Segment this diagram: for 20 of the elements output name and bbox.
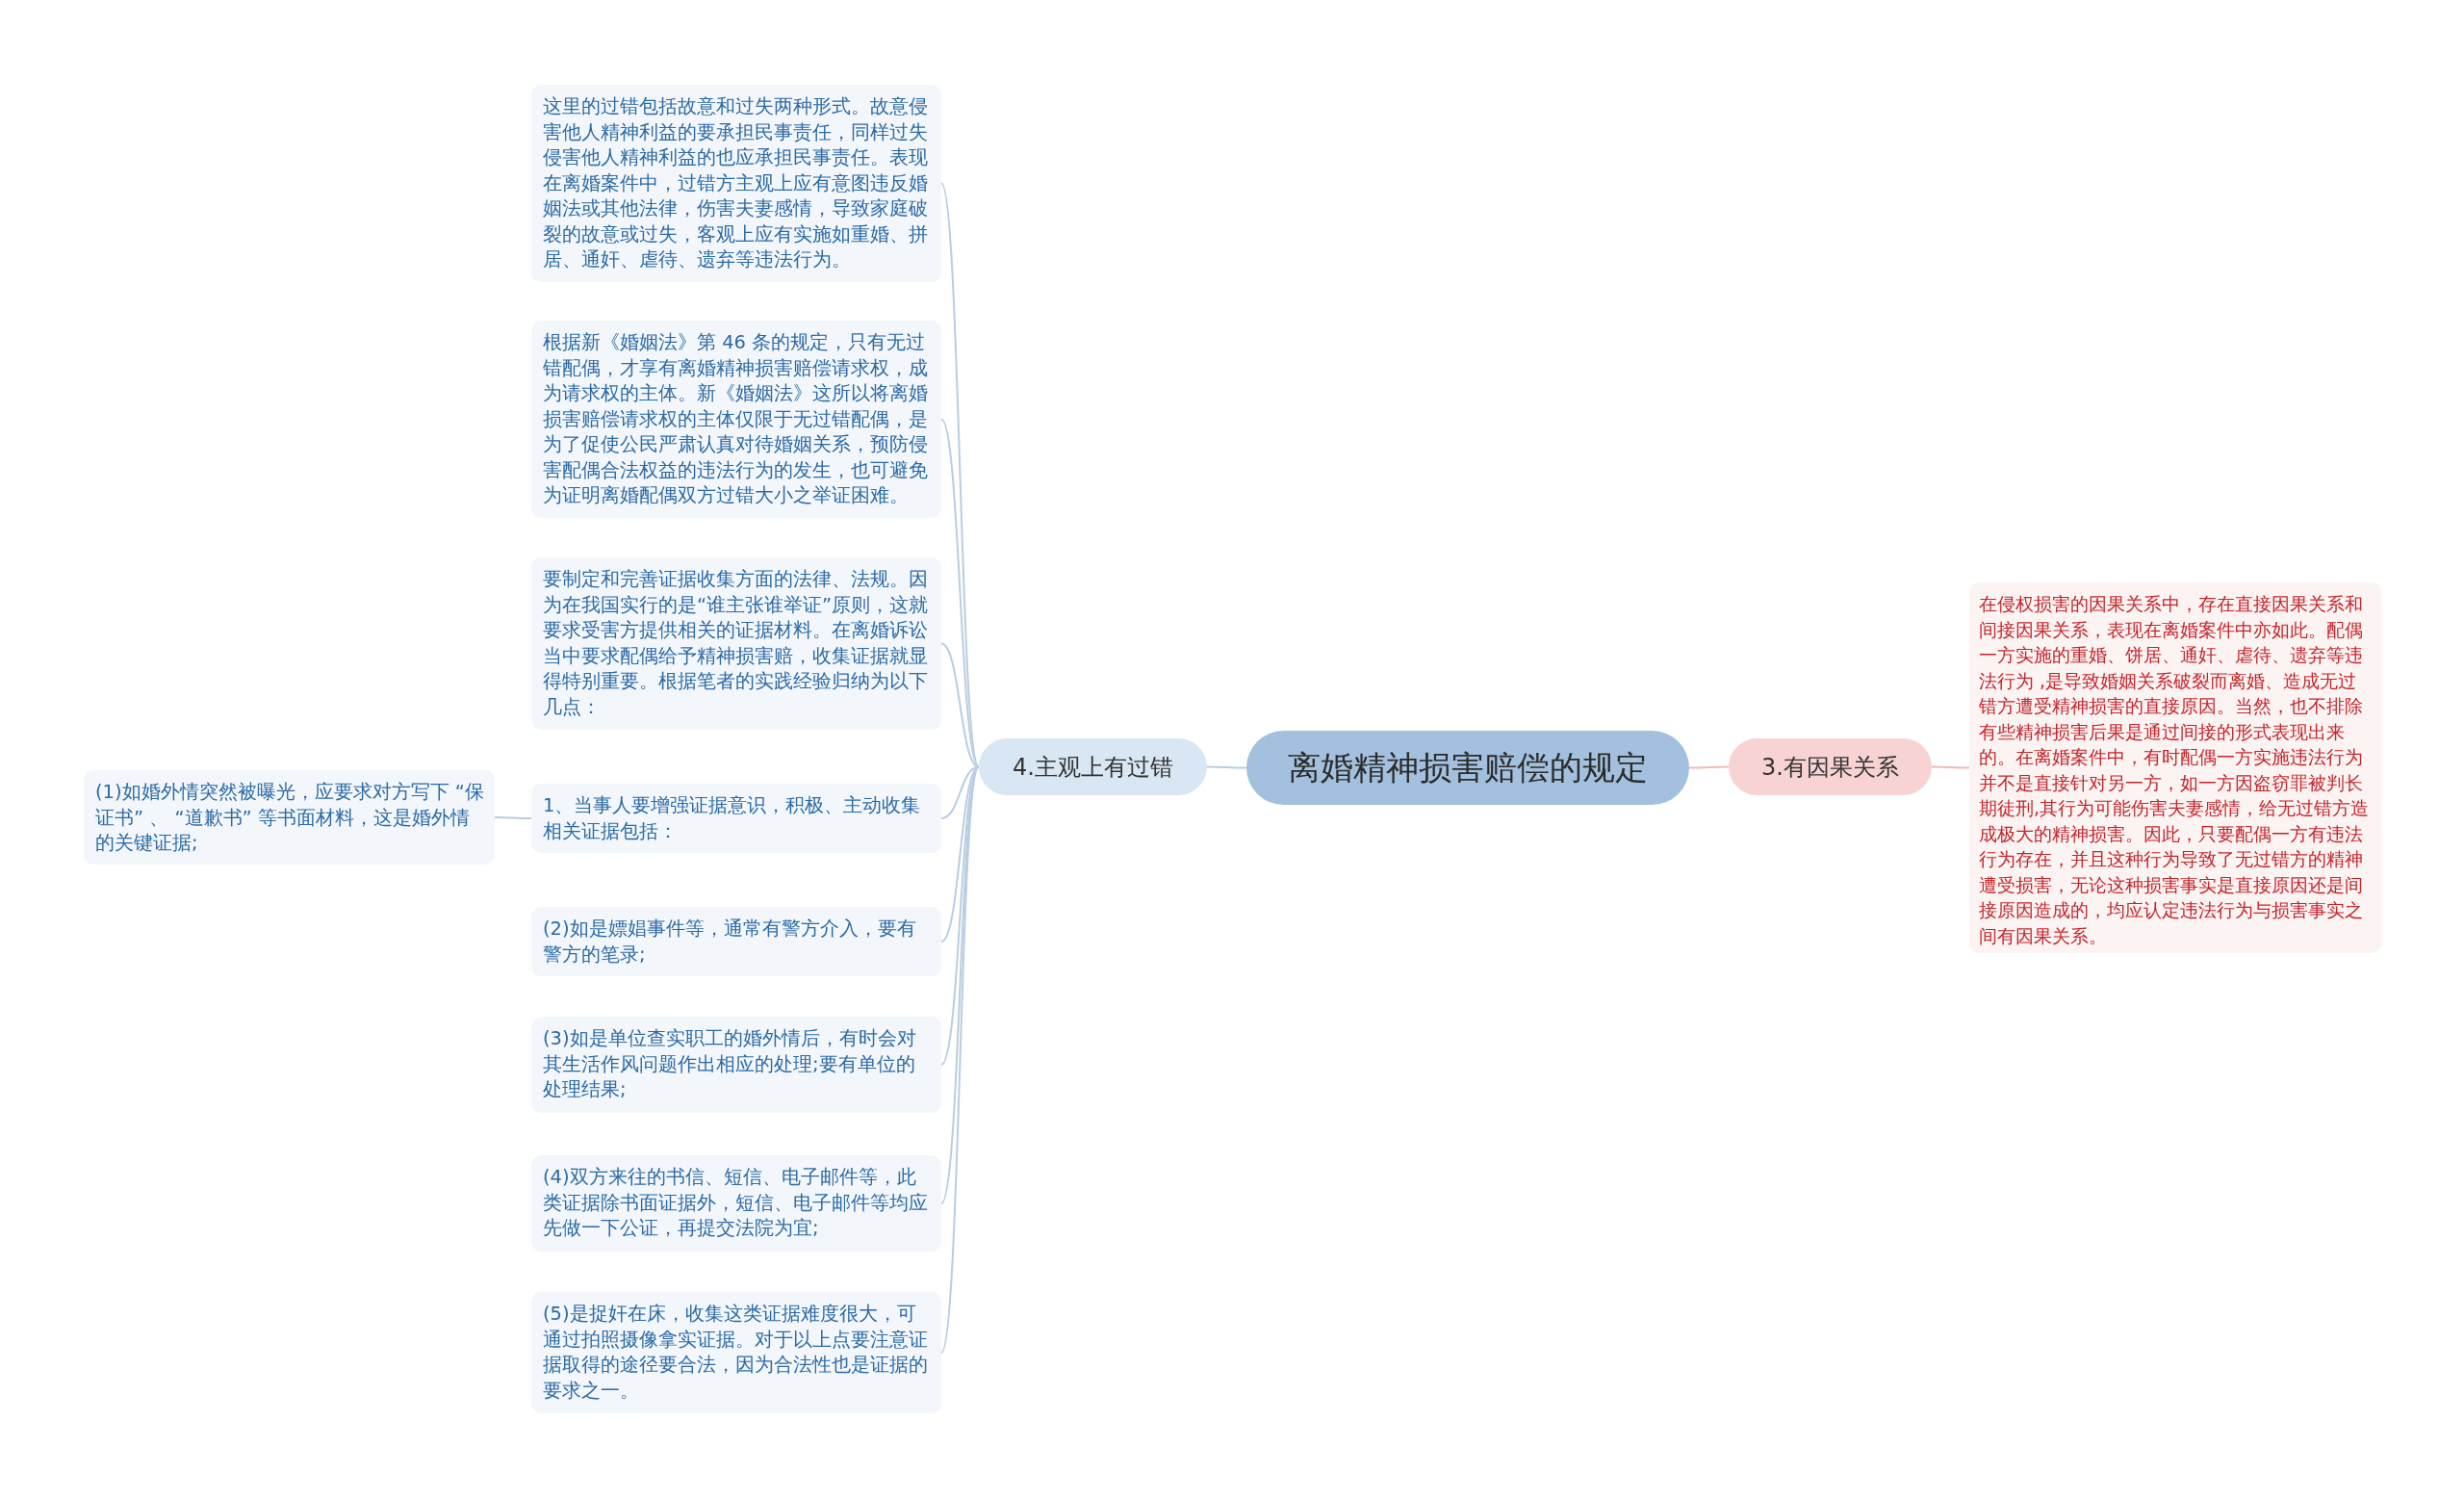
connector-line — [940, 765, 980, 1354]
connector-line — [1931, 765, 1970, 769]
note-box: (3)如是单位查实职工的婚外情后，有时会对其生活作风问题作出相应的处理;要有单位的处理结果; — [531, 1017, 941, 1113]
note-box: 1、当事人要增强证据意识，积极、主动收集相关证据包括： — [531, 784, 941, 853]
central-topic: 离婚精神损害赔偿的规定 — [1246, 731, 1689, 805]
note-box: 这里的过错包括故意和过失两种形式。故意侵害他人精神利益的要承担民事责任，同样过失侵害他人精神利益的也应承担民事责任。表现在离婚案件中，过错方主观上应有意图违反婚姻法或其他法律，伤害夫妻感情，导致家庭破裂的故意或过失，客观上应有实施如重婚、拼居、通奸、虐待、遗弃等违法行为。 — [531, 85, 941, 282]
connector-line — [1688, 765, 1730, 769]
note-box: (4)双方来往的书信、短信、电子邮件等，此类证据除书面证据外，短信、电子邮件等均应先做一下公证，再提交法院为宜; — [531, 1155, 941, 1252]
note-box: (1)如婚外情突然被曝光，应要求对方写下 “保证书” 、 “道歉书” 等书面材料，这是婚外情的关键证据; — [84, 770, 495, 865]
connector-line — [940, 418, 980, 768]
note-box: (2)如是嫖娼事件等，通常有警方介入，要有警方的笔录; — [531, 907, 941, 976]
note-box: 在侵权损害的因果关系中，存在直接因果关系和间接因果关系，表现在离婚案件中亦如此。配偶一方实施的重婚、饼居、通奸、虐待、遗弃等违法行为 ,是导致婚姻关系破裂而离婚、造成无过错方遭受精神损害的直接原因。当然，也不排除有些精神损害后果是通过间接的形式表现出来的。在离婚案件中，有时配偶一方实施违法行为并不是直接针对另一方，如一方因盗窃罪被判长期徒刑,其行为可能伤害夫妻感情，给无过错方造成极大的精神损害。因此，只要配偶一方有违法行为存在，并且这种行为导致了无过错方的精神遭受损害，无论这种损害事实是直接原因还是间接原因造成的，均应认定违法行为与损害事实之间有因果关系。 — [1969, 582, 2381, 953]
note-box: 根据新《婚姻法》第 46 条的规定，只有无过错配偶，才享有离婚精神损害赔偿请求权，成为请求权的主体。新《婚姻法》这所以将离婚损害赔偿请求权的主体仅限于无过错配偶，是为了促使公民严肃认真对待婚姻关系，预防侵害配偶合法权益的违法行为的发生，也可避免为证明离婚配偶双方过错大小之举证困难。 — [531, 321, 941, 518]
note-box: 要制定和完善证据收集方面的法律、法规。因为在我国实行的是“谁主张谁举证”原则，这就要求受害方提供相关的证据材料。在离婚诉讼当中要求配偶给予精神损害赔，收集证据就显得特别重要。根据笔者的实践经验归纳为以下几点： — [531, 557, 941, 730]
connector-line — [940, 642, 980, 768]
connector-line — [494, 816, 532, 819]
topic-box: 3.有因果关系 — [1729, 738, 1932, 795]
connector-line — [1206, 765, 1247, 769]
topic-box: 4.主观上有过错 — [979, 738, 1207, 795]
note-box: (5)是捉奸在床，收集这类证据难度很大，可通过拍照摄像拿实证据。对于以上点要注意证据取得的途径要合法，因为合法性也是证据的要求之一。 — [531, 1292, 941, 1413]
